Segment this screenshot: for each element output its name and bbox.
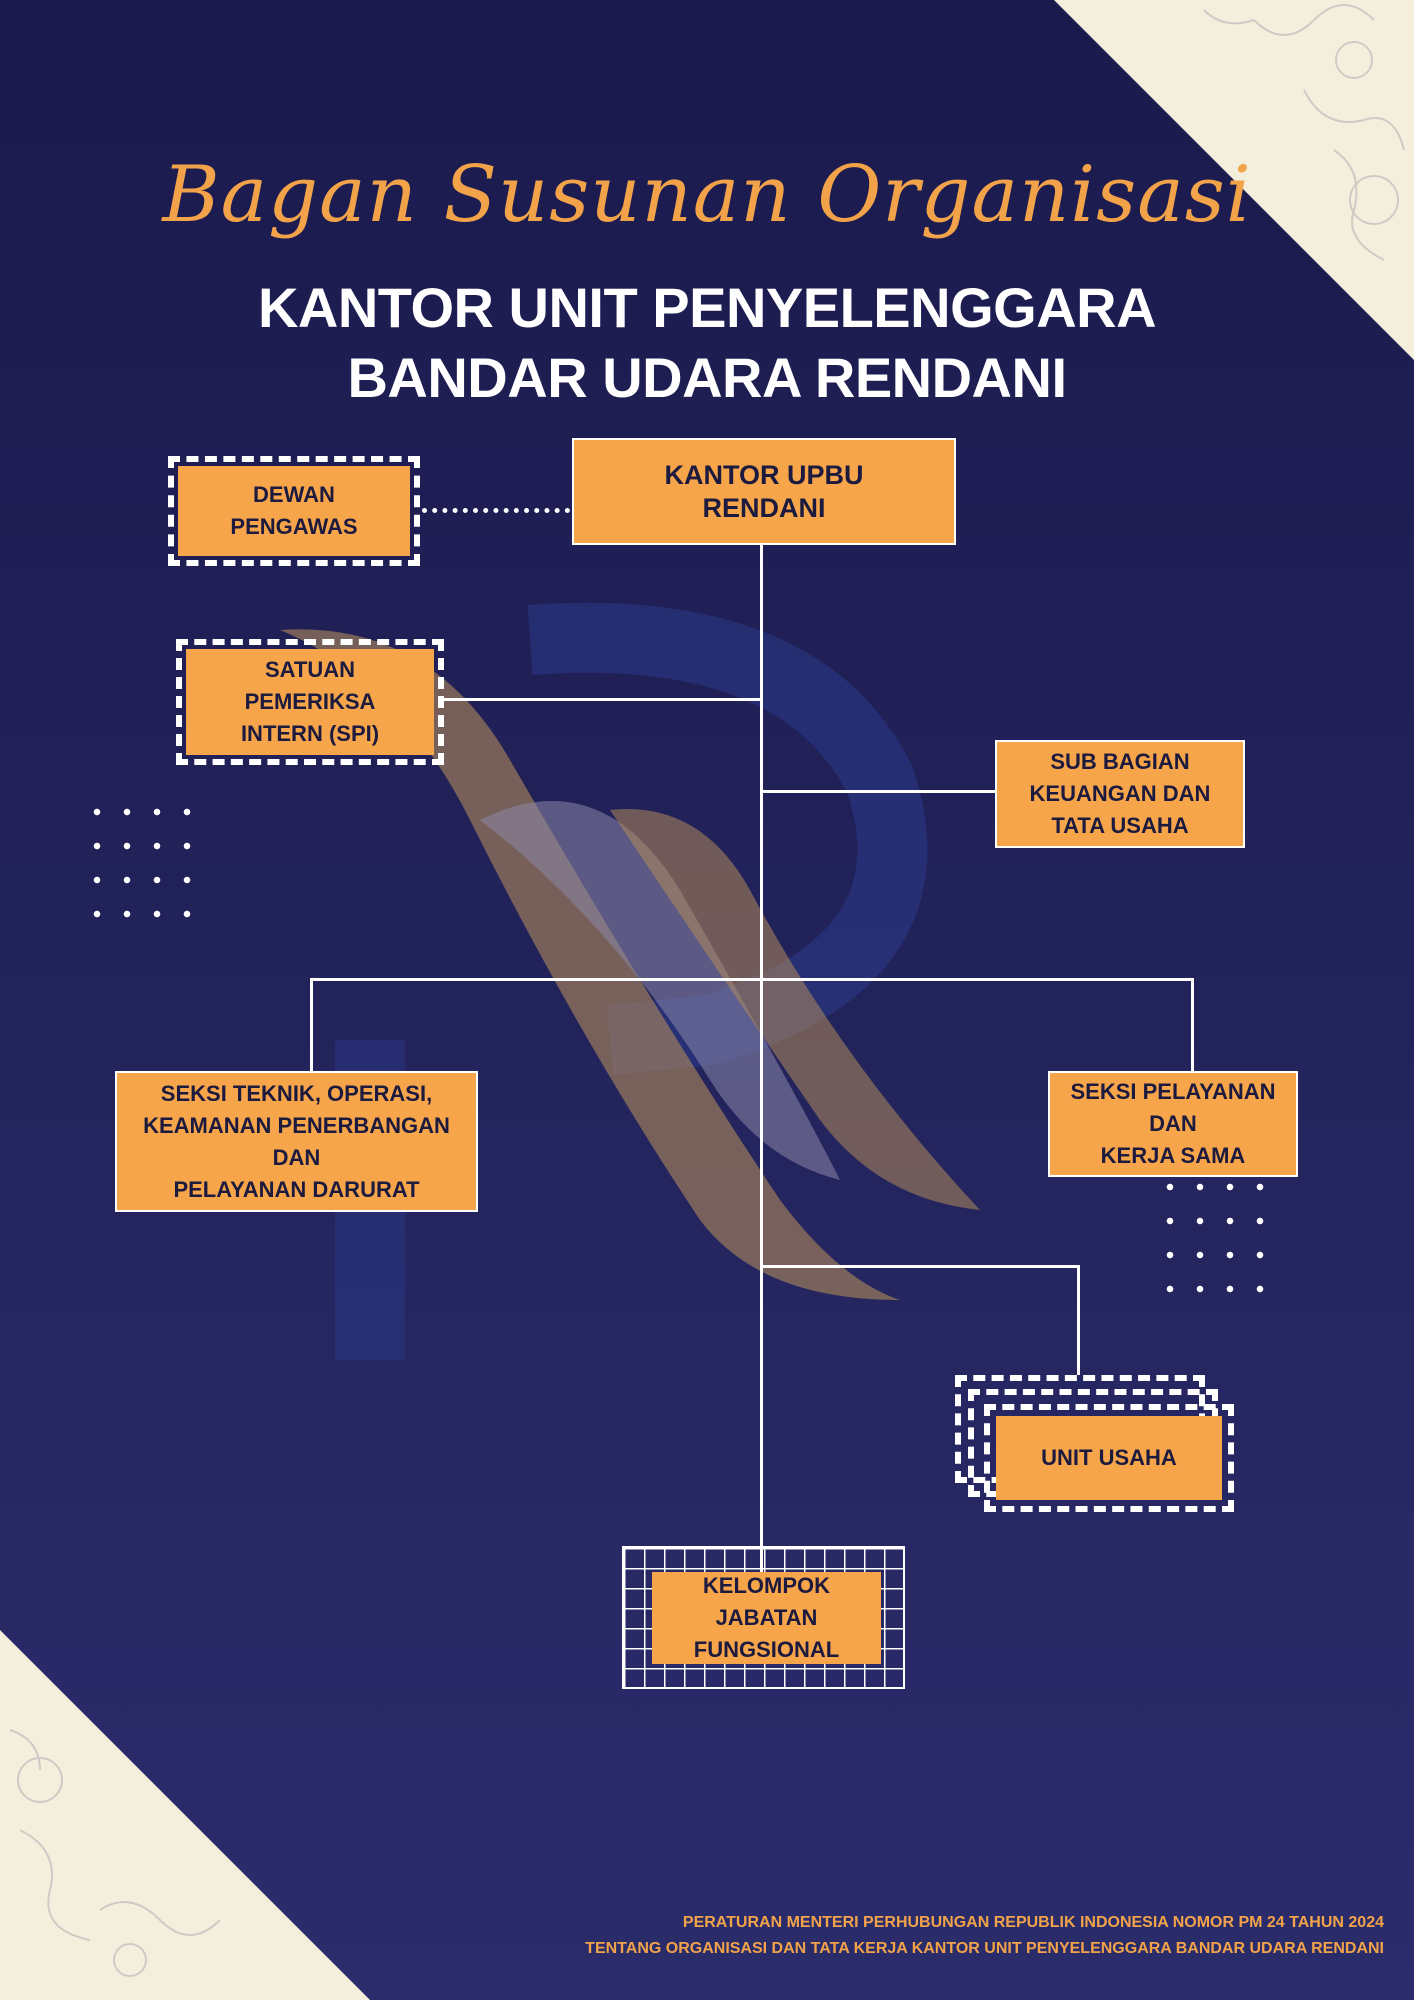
dot-pattern-right [1155,1170,1275,1306]
unit-usaha-drop [1077,1265,1080,1375]
unit-usaha-frame-front [984,1404,1234,1512]
dot-pattern-left [82,795,202,931]
footer-regulation-line-1: PERATURAN MENTERI PERHUBUNGAN REPUBLIK I… [682,1914,1384,1931]
footer-regulation-line-2: TENTANG ORGANISASI DAN TATA KERJA KANTOR… [585,1940,1384,1957]
spi-box: SATUAN PEMERIKSA INTERN (SPI) [186,649,434,755]
dewan-dashed-frame [168,456,420,566]
seksi-pelayanan-box: SEKSI PELAYANAN DAN KERJA SAMA [1048,1071,1298,1177]
spi-connector [440,698,762,701]
sub-bagian-box: SUB BAGIAN KEUANGAN DAN TATA USAHA [995,740,1245,848]
kantor-upbu-box: KANTOR UPBU RENDANI [572,438,956,545]
subbag-connector [760,790,997,793]
main-trunk-line [760,545,763,1660]
bottom-left-batik-pattern [9,1729,221,1977]
kelompok-jabatan-box: KELOMPOK JABATAN FUNGSIONAL [652,1572,881,1664]
dewan-dotted-connector [422,508,570,513]
main-title-line-2: BANDAR UDARA RENDANI [347,346,1067,409]
seksi-pelayanan-drop [1191,978,1194,1071]
top-right-batik-pattern [1203,4,1405,261]
unit-usaha-connector [760,1265,1080,1268]
script-title: Bagan Susunan Organisasi [162,150,1252,240]
unit-usaha-box: UNIT USAHA [996,1416,1222,1500]
spi-dashed-frame [176,639,444,765]
seksi-horizontal-bar [310,978,1194,981]
seksi-teknik-box: SEKSI TEKNIK, OPERASI, KEAMANAN PENERBAN… [115,1071,478,1212]
seksi-teknik-drop [310,978,313,1071]
main-title-line-1: KANTOR UNIT PENYELENGGARA [257,276,1157,339]
dewan-pengawas-box: DEWAN PENGAWAS [178,466,410,556]
